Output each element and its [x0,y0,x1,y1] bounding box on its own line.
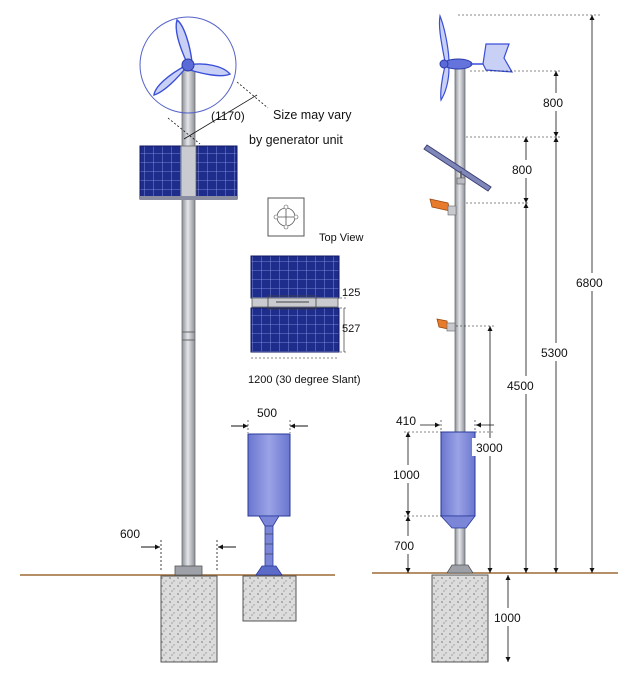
dim-label-1000-foundation: 1000 [494,611,521,625]
cabinet-detail: 500 [231,406,308,622]
dim-label-800-top: 800 [543,96,563,110]
right-elevation: 800 800 6800 5300 4500 3000 410 1000 700… [372,13,618,663]
lamp-lower [436,318,456,332]
top-panel-lower [250,307,340,353]
size-note-line2: by generator unit [249,133,343,147]
lamp-upper [429,198,457,216]
rotor-sweep-circle [139,16,237,114]
dim-label-410: 410 [396,414,416,428]
panel-width-label: 1200 (30 degree Slant) [248,374,361,386]
panel-depth-label: 527 [342,323,360,335]
cabinet-box [247,433,291,517]
pole-base-plate [174,565,203,576]
panel-gap-label: 125 [342,287,360,299]
foundation-right [431,574,489,663]
dim-label-700: 700 [394,539,414,553]
foundation-left [160,575,218,663]
solar-panel-side [423,144,492,192]
wind-turbine-side [438,13,514,102]
top-panel-upper [250,255,340,299]
left-elevation: (1170) Size may vary by generator unit 6… [20,16,352,663]
dim-label-1000-cabinet: 1000 [393,468,420,482]
top-view-detail: Top View 125 527 1200 (30 degree Slant) [248,197,363,386]
pole-left [181,64,196,576]
dim-label-5300: 5300 [541,346,568,360]
rotor-diameter-label: (1170) [211,109,245,123]
dim-label-4500: 4500 [507,379,534,393]
dim-label-6800: 6800 [576,276,603,290]
solar-panel-front [139,145,238,200]
size-note-line1: Size may vary [273,108,352,122]
cabinet-width-label: 500 [257,406,277,420]
cabinet-right [440,431,476,517]
top-view-title: Top View [319,232,363,244]
cabinet-stand [264,525,274,567]
foundation-width-label: 600 [120,527,140,541]
wind-turbine-front [139,16,237,114]
dim-label-3000: 3000 [476,441,503,455]
dim-label-800-mid: 800 [512,163,532,177]
cabinet-foundation [242,575,297,622]
